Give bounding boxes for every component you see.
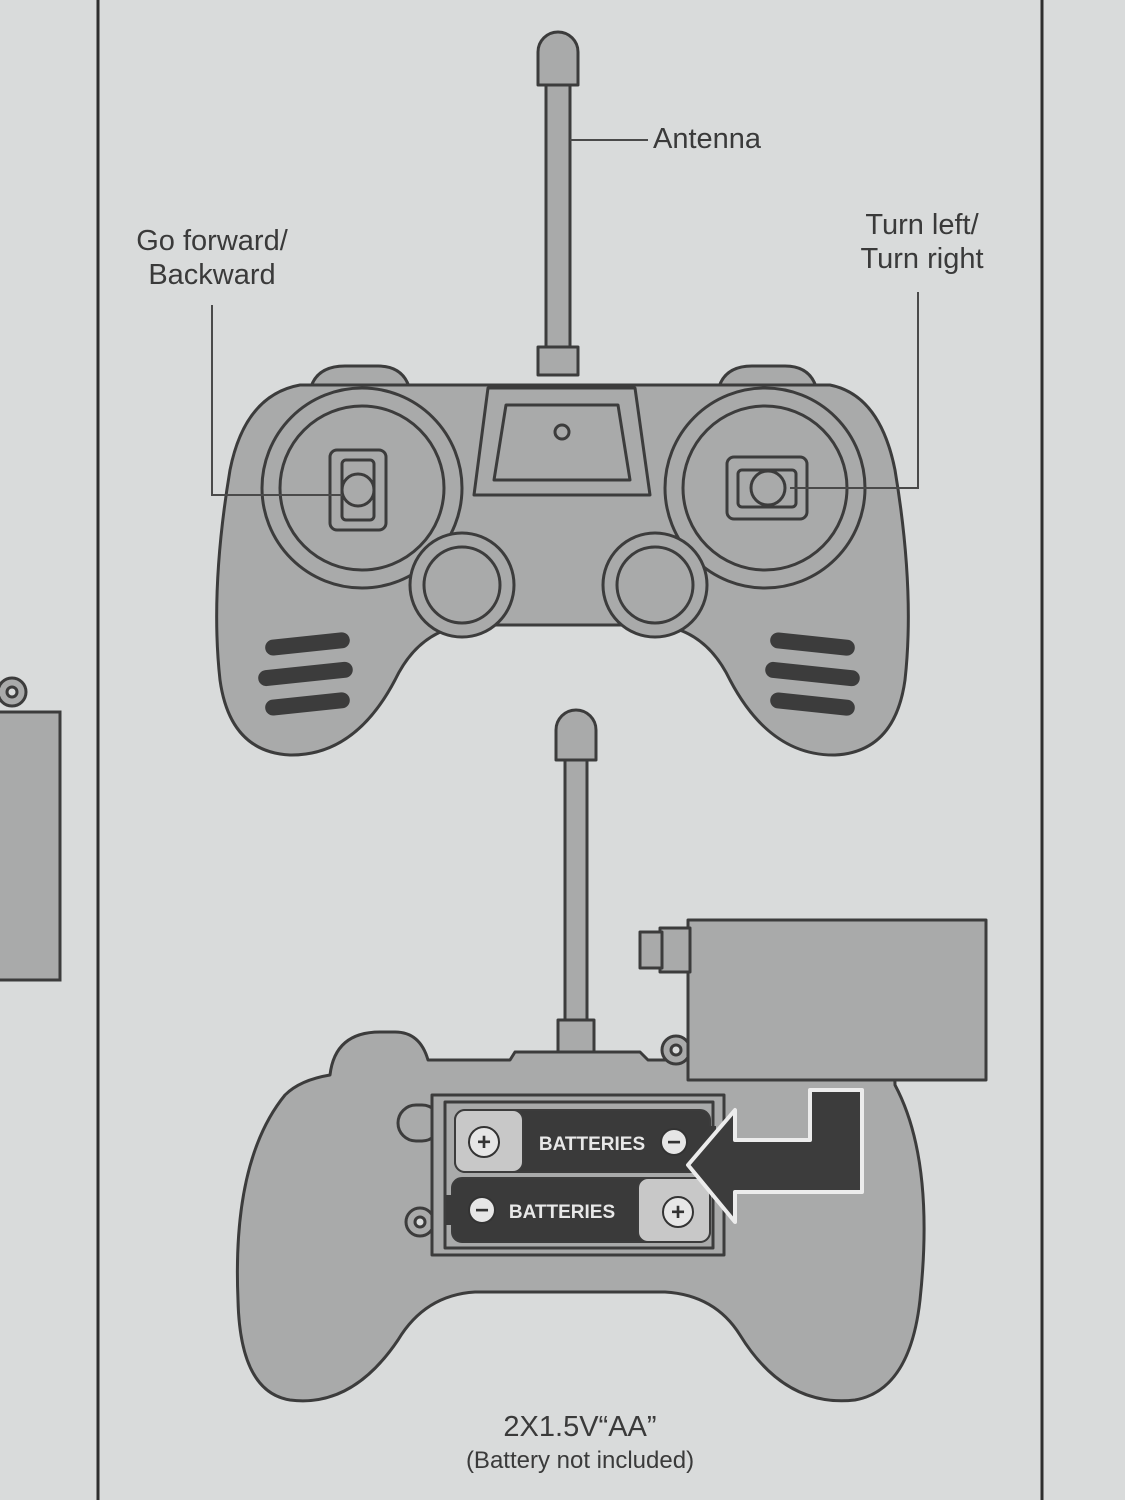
antenna-tip	[536, 30, 580, 87]
plus-icon	[662, 1196, 694, 1228]
turn-label-line1: Turn left/	[865, 209, 979, 241]
battery-note: (Battery not included)	[465, 1447, 695, 1474]
plus-icon	[468, 1126, 500, 1158]
leader-lines	[211, 139, 919, 496]
top-controller	[215, 30, 910, 757]
battery-cover	[686, 918, 988, 1082]
battery-top-plus: +	[477, 1129, 491, 1156]
bottom-controller	[235, 708, 988, 1403]
battery-symbols: + − − + BATTERIES BATTERIES	[468, 1126, 694, 1228]
minus-icon	[660, 1128, 688, 1156]
forward-label-line1: Go forward/	[136, 225, 288, 257]
side-device-partial	[0, 676, 62, 982]
battery-spec: 2X1.5V“AA”	[503, 1411, 657, 1443]
antenna-label: Antenna	[653, 123, 762, 155]
page-frame	[96, 0, 1044, 1500]
battery-bottom-minus: −	[475, 1197, 489, 1224]
battery-top-label: BATTERIES	[539, 1134, 645, 1155]
minus-icon	[468, 1196, 496, 1224]
battery-bottom-label: BATTERIES	[509, 1202, 615, 1223]
turn-left-right-label: Turn left/ Turn right	[822, 208, 1022, 276]
insert-arrow-icon	[686, 1088, 864, 1224]
battery-top-minus: −	[667, 1129, 681, 1156]
forward-backward-label: Go forward/ Backward	[112, 224, 312, 292]
forward-label-line2: Backward	[148, 259, 276, 291]
antenna-rod	[544, 58, 572, 352]
battery-bottom-plus: +	[671, 1199, 685, 1226]
battery-bottom	[446, 1177, 711, 1243]
turn-label-line2: Turn right	[860, 243, 984, 275]
